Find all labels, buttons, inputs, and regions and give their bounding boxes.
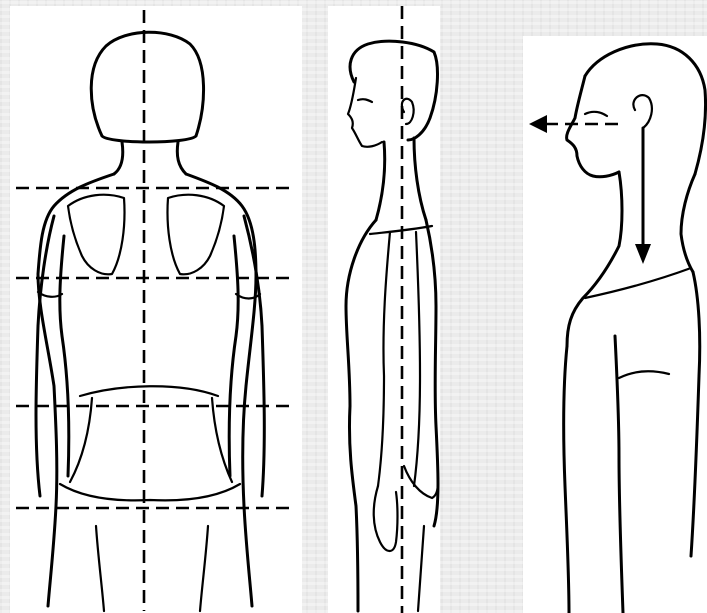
side-leg <box>418 526 424 611</box>
back-contour <box>691 272 700 556</box>
side-view-panel <box>328 6 440 613</box>
face-profile <box>567 76 619 177</box>
side-eye <box>358 99 372 102</box>
jaw-neck-front <box>567 172 622 346</box>
hip-outline <box>60 398 240 500</box>
back-view-figure <box>10 6 302 613</box>
neck-back <box>681 174 695 272</box>
neck-arrowhead <box>635 244 651 264</box>
side-hip-outline <box>404 466 438 498</box>
side-ear <box>402 99 414 124</box>
head-outline <box>91 32 203 142</box>
side-arm <box>378 232 420 486</box>
side-torso-front <box>346 220 376 611</box>
side-face-profile <box>348 78 382 147</box>
legs <box>96 526 208 611</box>
head-hair <box>585 44 706 174</box>
head-neck-panel <box>523 36 707 613</box>
neck-outline <box>114 142 186 174</box>
right-scapula <box>168 195 225 275</box>
side-head-outline <box>350 41 437 140</box>
side-torso-back <box>426 220 438 526</box>
ear <box>633 95 652 128</box>
sleeve-edge <box>619 371 669 378</box>
eye <box>585 112 607 116</box>
sleeve-lines <box>38 292 260 299</box>
gaze-arrowhead <box>529 115 547 133</box>
waistline <box>80 386 218 396</box>
collar-line <box>585 268 691 298</box>
side-hand <box>374 486 398 551</box>
left-arm <box>36 216 69 496</box>
back-view-panel <box>10 6 302 613</box>
left-scapula <box>68 195 125 275</box>
right-arm <box>229 216 264 496</box>
head-neck-figure <box>523 36 707 613</box>
arm <box>564 336 623 613</box>
side-view-figure <box>328 6 440 613</box>
